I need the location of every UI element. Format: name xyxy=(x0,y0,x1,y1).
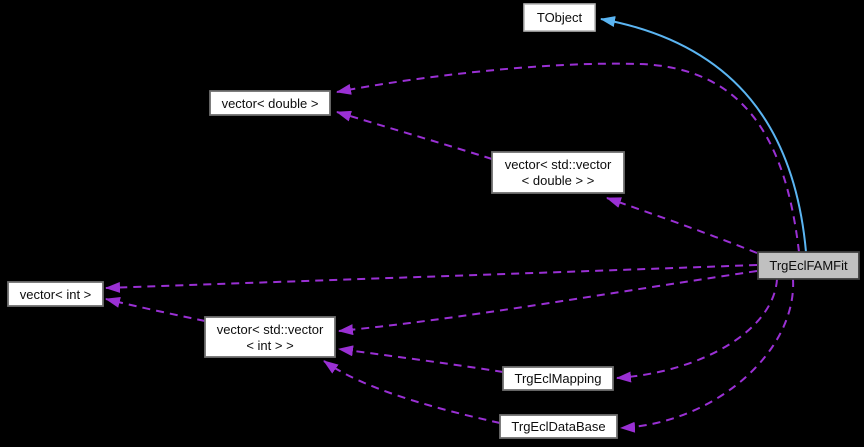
node-trgeclmapping[interactable]: TrgEclMapping xyxy=(502,366,614,391)
node-vector-int-label: vector< int > xyxy=(20,287,92,302)
node-trgeclmapping-label: TrgEclMapping xyxy=(515,371,602,386)
edge-trgeclfamfit-trgeclmapping xyxy=(616,278,778,383)
node-vector-std-vector-double-label-line2: < double > > xyxy=(522,173,595,188)
edge-trgeclfamfit-vector-std-vector-double xyxy=(606,197,758,254)
node-vector-std-vector-double-label-line1: vector< std::vector xyxy=(505,157,612,172)
node-trgecldatabase[interactable]: TrgEclDataBase xyxy=(499,414,618,439)
node-trgeclfamfit-box[interactable] xyxy=(757,251,860,280)
node-vector-int-box[interactable] xyxy=(7,281,104,307)
edge-trgeclfamfit-vector-std-vector-int xyxy=(338,270,758,336)
edge-trgeclmapping-vector-std-vector-int xyxy=(338,345,504,373)
node-vector-std-vector-double-box[interactable] xyxy=(491,151,625,194)
node-trgeclfamfit-label: TrgEclFAMFit xyxy=(769,258,848,273)
node-trgecldatabase-box[interactable] xyxy=(499,414,618,439)
node-trgeclfamfit[interactable]: TrgEclFAMFit xyxy=(757,251,860,280)
node-vector-double[interactable]: vector< double > xyxy=(209,90,331,116)
node-trgeclmapping-box[interactable] xyxy=(502,366,614,391)
node-vector-std-vector-double[interactable]: vector< std::vector < double > > xyxy=(491,151,625,194)
edge-vector-std-vector-double-vector-double xyxy=(336,110,493,160)
node-vector-std-vector-int-label-line2: < int > > xyxy=(246,338,293,353)
node-trgecldatabase-label: TrgEclDataBase xyxy=(511,419,605,434)
edge-trgeclfamfit-vector-double xyxy=(336,62,800,253)
edge-vector-std-vector-int-vector-int xyxy=(105,297,206,322)
node-vector-double-box[interactable] xyxy=(209,90,331,116)
node-tobject-label: TObject xyxy=(537,10,583,25)
node-vector-std-vector-int-label-line1: vector< std::vector xyxy=(217,322,324,337)
edge-trgeclfamfit-tobject xyxy=(600,16,807,253)
node-vector-double-label: vector< double > xyxy=(222,96,319,111)
node-tobject[interactable]: TObject xyxy=(523,3,596,32)
edge-trgeclfamfit-trgecldatabase xyxy=(620,278,795,433)
node-vector-int[interactable]: vector< int > xyxy=(7,281,104,307)
node-vector-std-vector-int-box[interactable] xyxy=(204,316,336,358)
edge-trgecldatabase-vector-std-vector-int xyxy=(323,360,501,424)
node-tobject-box[interactable] xyxy=(523,3,596,32)
edge-trgeclfamfit-vector-int xyxy=(105,264,758,293)
node-vector-std-vector-int[interactable]: vector< std::vector < int > > xyxy=(204,316,336,358)
